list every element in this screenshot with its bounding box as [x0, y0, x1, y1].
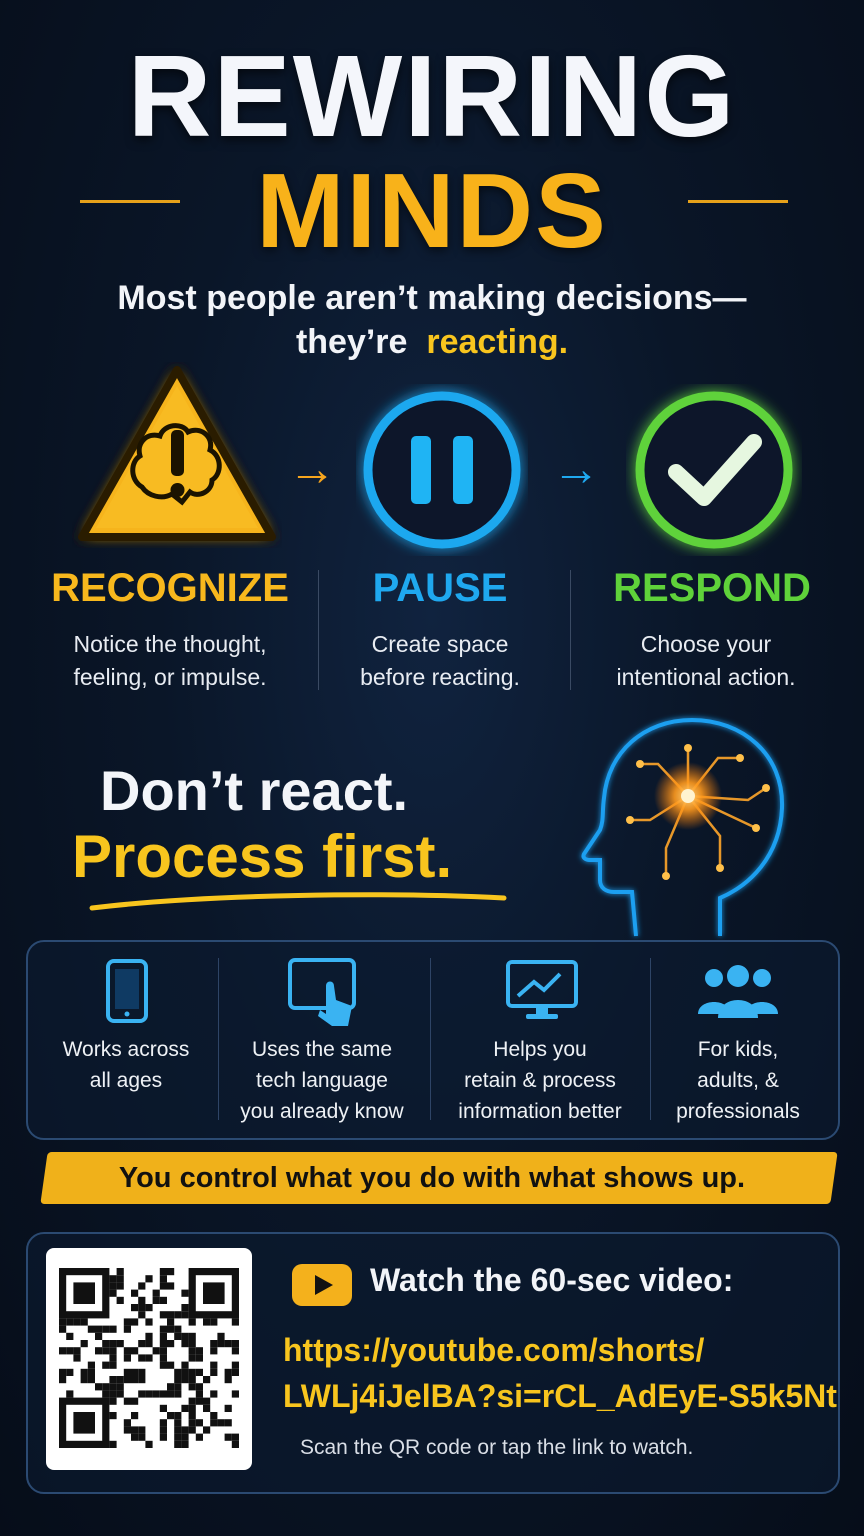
subtitle-highlight: reacting.: [426, 323, 569, 361]
banner-text: You control what you do with what shows …: [118, 1162, 746, 1194]
qr-code-image: [59, 1268, 239, 1448]
tagline-line-2: Process first.: [72, 823, 453, 890]
step-desc-pause-1: Create space: [371, 631, 509, 657]
feature-text-retain: Helps you retain & process information b…: [458, 1038, 622, 1123]
step-title-recognize: RECOGNIZE: [51, 566, 289, 610]
title-line-1: REWIRING: [127, 31, 737, 161]
feature-divider: [430, 958, 431, 1120]
feature-text-audience: For kids, adults, & professionals: [676, 1038, 800, 1123]
video-link-line-2[interactable]: LWLj4iJelBA?si=rCL_AdEyE-S5k5Nt: [283, 1378, 837, 1414]
step-desc-pause-2: before reacting.: [360, 664, 520, 690]
tagline-line-1: Don’t react.: [100, 759, 409, 822]
title-line-2: MINDS: [256, 152, 608, 270]
youtube-play-icon[interactable]: [290, 1262, 354, 1308]
feature-divider: [650, 958, 651, 1120]
arrow-right-icon: →: [288, 443, 336, 496]
subtitle-prefix: they’re: [295, 323, 408, 361]
subtitle-line-2: they’re reacting.: [0, 320, 864, 364]
warning-brain-icon: [78, 366, 276, 541]
people-icon: [698, 965, 778, 1018]
checkmark-icon: [635, 391, 793, 549]
features-panel: [26, 940, 840, 1140]
video-link-line-1[interactable]: https://youtube.com/shorts/: [283, 1332, 705, 1368]
step-desc-recognize-2: feeling, or impulse.: [73, 664, 267, 690]
step-desc-respond-1: Choose your: [640, 631, 772, 657]
step-desc-respond-2: intentional action.: [616, 664, 796, 690]
circuit-brain-head-icon: [581, 717, 785, 937]
qr-code[interactable]: [46, 1248, 252, 1470]
tagline-underline: [89, 892, 507, 911]
touchscreen-icon: [288, 958, 356, 1026]
subtitle-line-1: Most people aren’t making decisions—: [117, 279, 747, 317]
feature-divider: [218, 958, 219, 1120]
scan-instruction: Scan the QR code or tap the link to watc…: [300, 1436, 694, 1459]
watch-label: Watch the 60-sec video:: [370, 1262, 734, 1298]
title-rule-right: [688, 200, 788, 203]
step-divider: [570, 570, 571, 690]
step-divider: [318, 570, 319, 690]
pause-icon: [363, 391, 521, 549]
title-rule-left: [80, 200, 180, 203]
step-title-pause: PAUSE: [372, 566, 508, 610]
arrow-right-icon: →: [552, 443, 600, 496]
feature-text-ages: Works across all ages: [62, 1038, 190, 1092]
step-desc-recognize-1: Notice the thought,: [73, 631, 267, 657]
step-title-respond: RESPOND: [613, 566, 811, 610]
smartphone-icon: [106, 959, 148, 1023]
monitor-icon: [506, 960, 578, 1019]
feature-text-tech: Uses the same tech language you already …: [240, 1038, 404, 1123]
